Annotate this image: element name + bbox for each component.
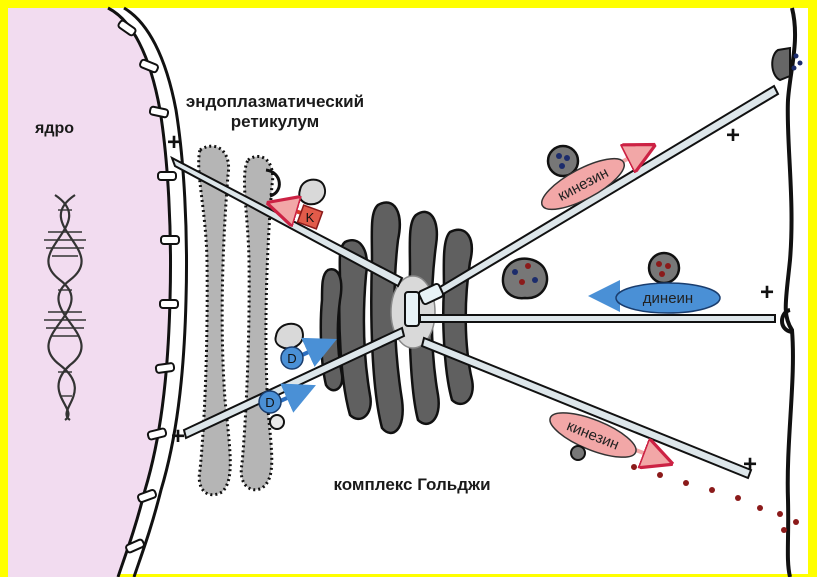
cargo-vesicle-bottom xyxy=(571,446,585,460)
cargo-vesicle-dynein xyxy=(649,253,679,283)
kinesin-small-label: K xyxy=(306,210,315,225)
dynein-small-1-label: D xyxy=(287,351,296,366)
microtubule-right-middle xyxy=(420,315,775,322)
er-label-line1: эндоплазматический xyxy=(186,92,364,111)
plus-left-top: + xyxy=(167,129,181,156)
er-label-line2: ретикулум xyxy=(231,112,320,131)
plus-right-top: + xyxy=(726,122,740,149)
plus-right-middle: + xyxy=(760,279,774,306)
cargo-vesicle-middle xyxy=(503,259,547,299)
dynein-small-2-label: D xyxy=(265,395,274,410)
membrane-pit-top xyxy=(772,48,790,80)
dynein-label: динеин xyxy=(643,290,693,307)
plus-right-bottom: + xyxy=(743,451,757,478)
nucleus-label: ядро xyxy=(34,120,74,137)
golgi-label: комплекс Гольджи xyxy=(333,475,490,494)
plus-left-bottom: + xyxy=(171,423,185,450)
